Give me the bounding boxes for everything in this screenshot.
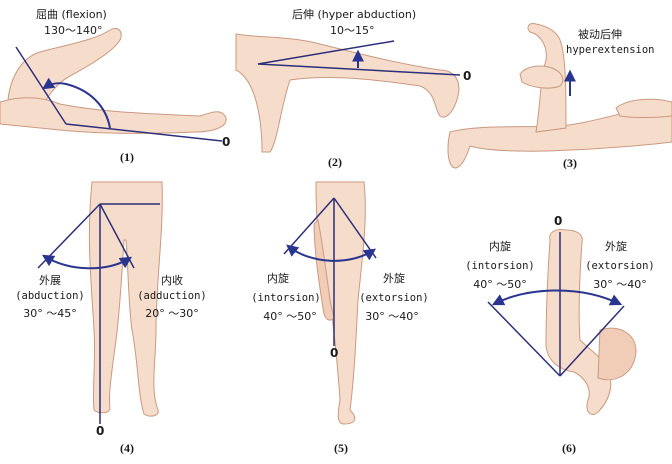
panel-2-number: (2) [328, 155, 342, 170]
panel-6-right-range: 30° ～40° [570, 278, 670, 291]
panel-1-zero: 0 [222, 135, 230, 149]
panel-1-illustration [0, 28, 226, 141]
panel-1-range: 130～140° [44, 24, 103, 37]
panel-6-right-term: (extorsion) [570, 260, 670, 273]
panel-2-body-and-leg [236, 34, 459, 152]
panel-1-number: (1) [120, 150, 134, 165]
panel-3-name-en: hyperextension [566, 44, 655, 57]
panel-6-illustration [488, 229, 636, 414]
panel-4-number: (4) [120, 441, 134, 456]
panel-5-left-term: (intorsion) [236, 292, 336, 305]
panel-3-name: 被动后伸 [578, 28, 622, 41]
panel-5-left-name: 内旋 [230, 272, 326, 285]
panel-4-illustration [38, 182, 162, 424]
panel-4-right-name: 内收 [124, 274, 220, 287]
panel-2-name: 后伸 (hyper abduction) [292, 8, 416, 21]
panel-5-number: (5) [334, 441, 348, 456]
panel-6-thigh [598, 328, 636, 379]
panel-6-zero: 0 [554, 214, 562, 228]
panel-4-left-term: (abduction) [0, 290, 100, 303]
panel-5-left-range: 40° ～50° [242, 310, 338, 323]
panel-6-left-range: 40° ～50° [450, 278, 550, 291]
panel-3-examiner-hand-right [616, 99, 672, 117]
panel-2-zero: 0 [463, 69, 471, 83]
panel-3-number: (3) [563, 156, 577, 171]
panel-1-lying-body [0, 98, 226, 134]
panel-5-right-term: (extorsion) [344, 292, 444, 305]
panel-4-left-range: 30° ～45° [2, 307, 98, 320]
panel-2-range: 10～15° [330, 24, 375, 37]
panel-4-zero: 0 [96, 424, 104, 438]
panel-2-illustration [236, 34, 460, 152]
panel-6-right-name: 外旋 [566, 240, 666, 253]
panel-5-right-name: 外旋 [346, 272, 442, 285]
panel-5-right-range: 30° ～40° [344, 310, 440, 323]
panel-6-number: (6) [562, 441, 576, 456]
panel-6-left-name: 内旋 [450, 240, 550, 253]
panel-4-right-range: 20° ～30° [124, 307, 220, 320]
panel-4-left-name: 外展 [2, 274, 98, 287]
panel-5-zero: 0 [330, 346, 338, 360]
panel-6-upright-leg [546, 229, 611, 414]
panel-1-name: 屈曲 (flexion) [36, 8, 107, 21]
panel-4-right-term: (adduction) [122, 290, 222, 303]
panel-6-left-term: (intorsion) [450, 260, 550, 273]
